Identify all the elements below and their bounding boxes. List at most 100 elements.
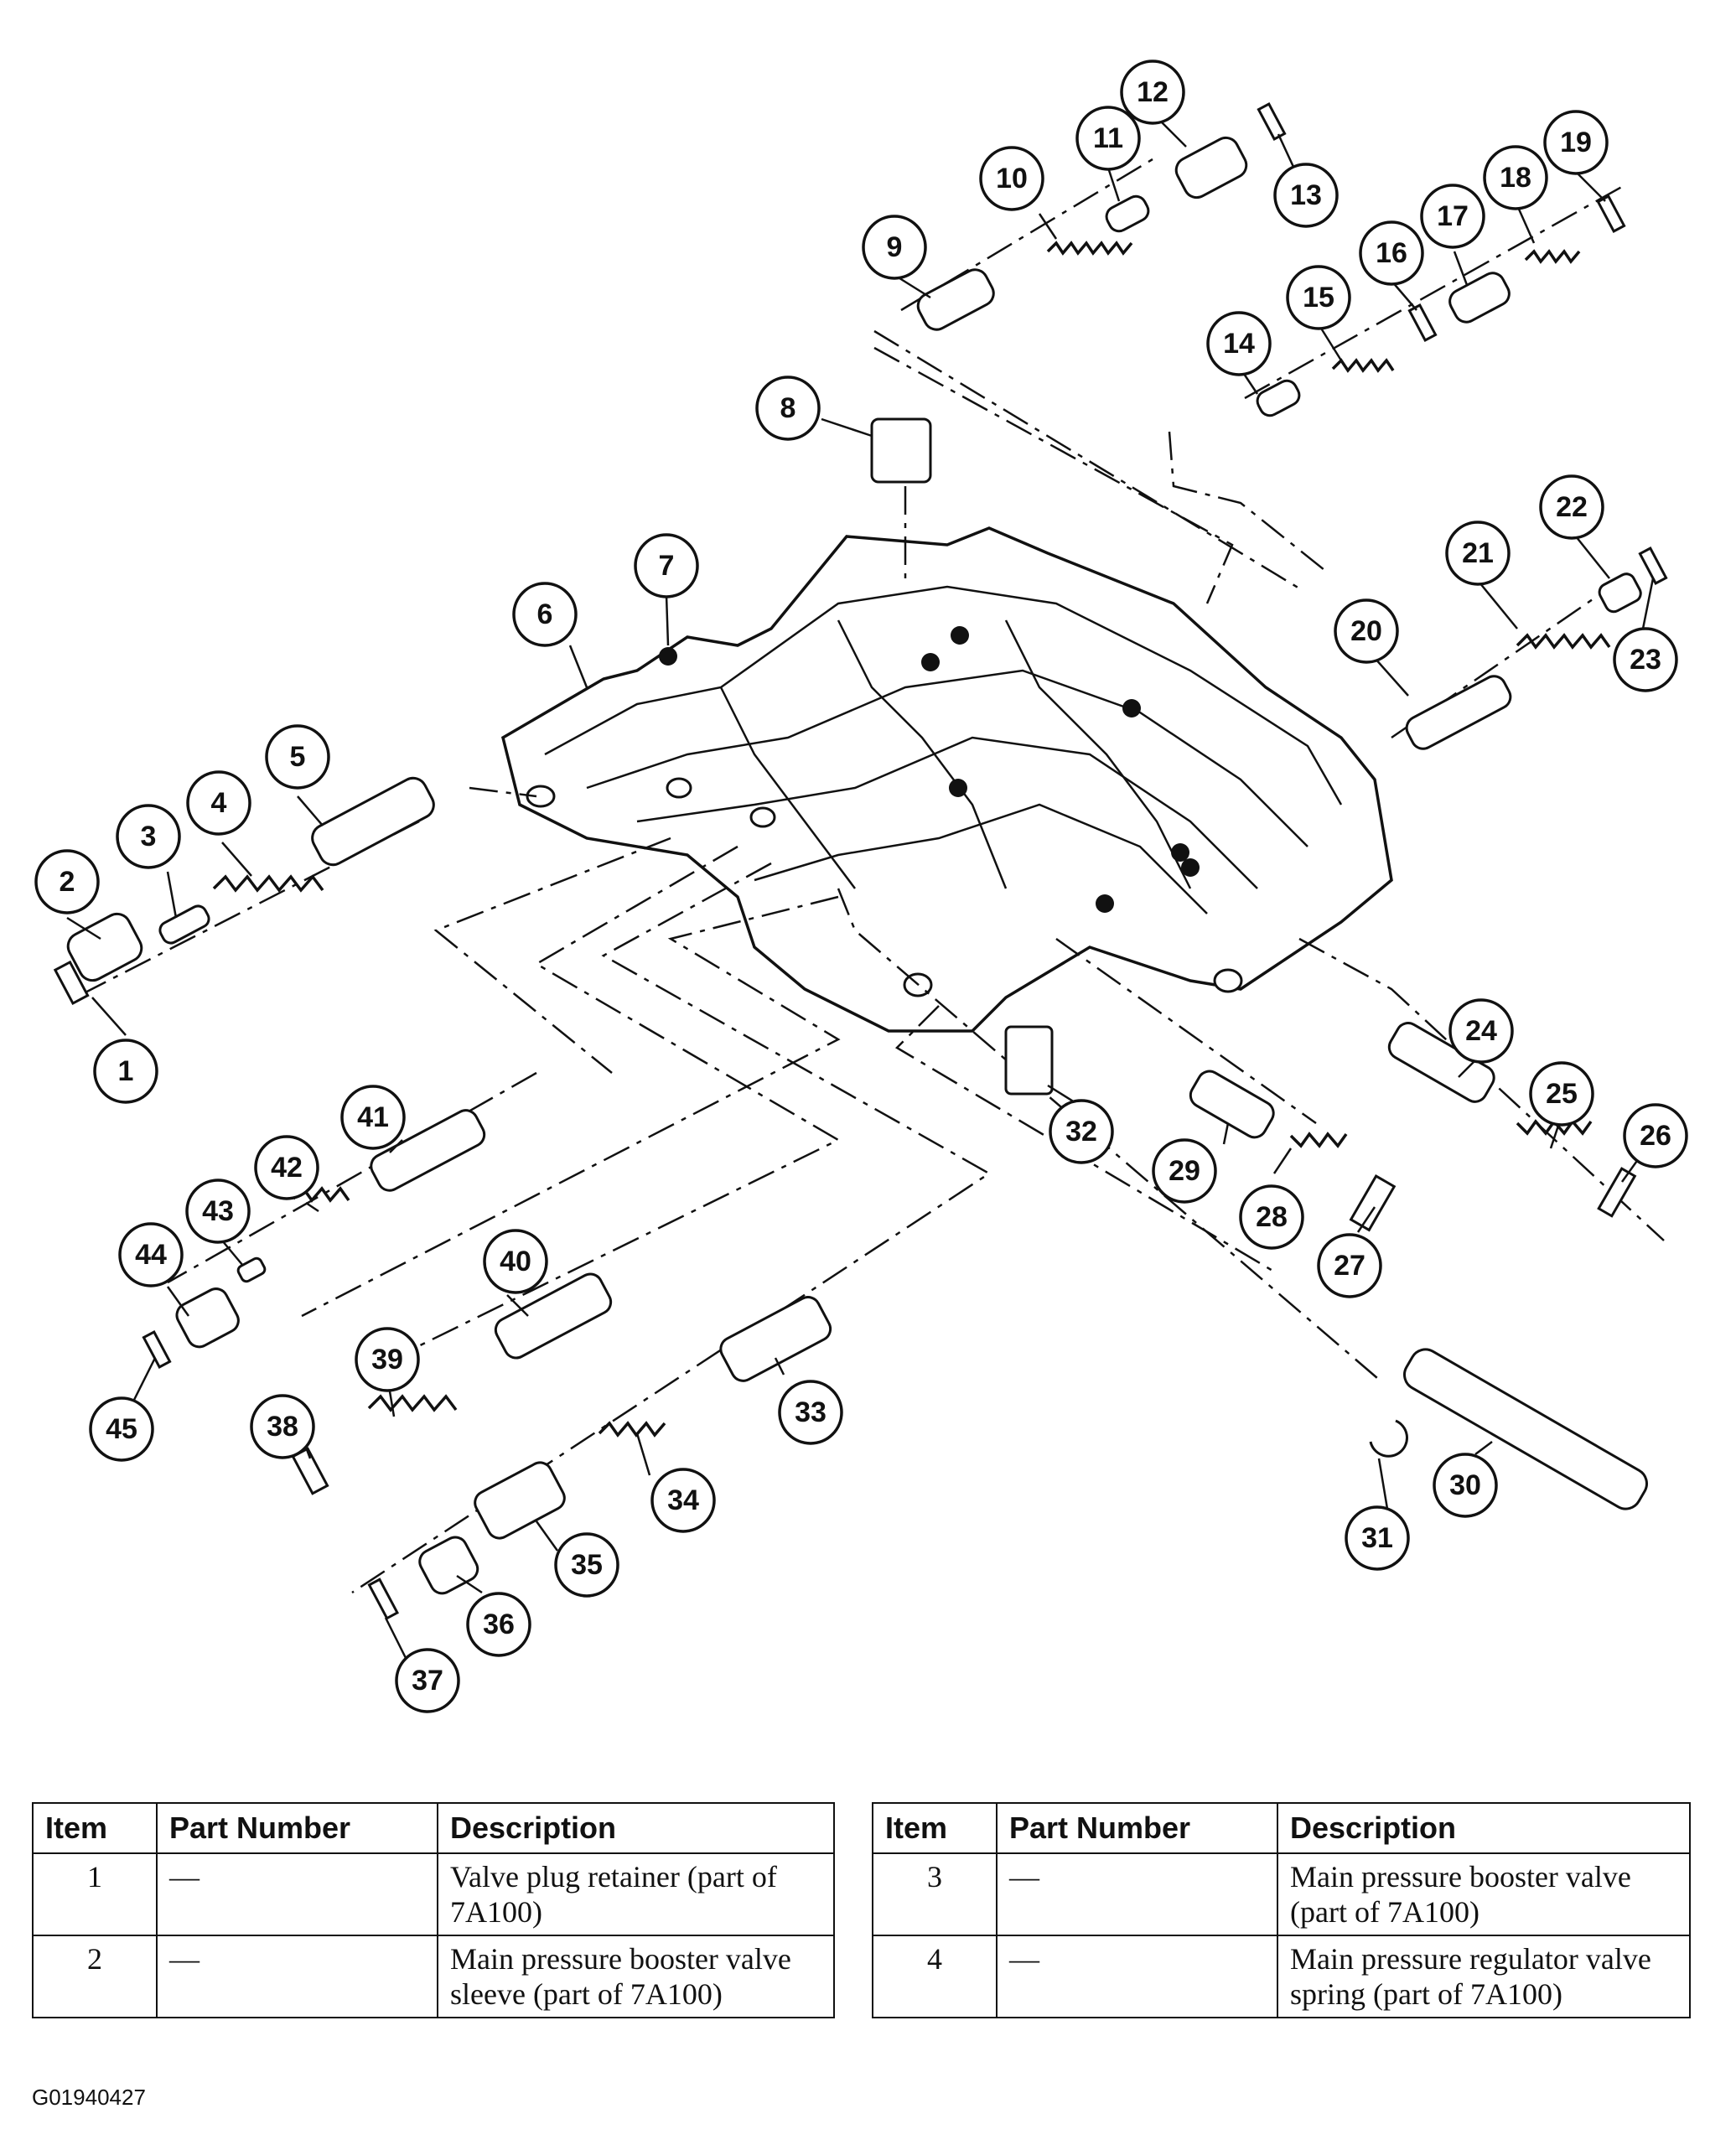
svg-text:18: 18 xyxy=(1500,162,1531,194)
table-header-row: Item Part Number Description xyxy=(872,1802,1691,1854)
svg-text:17: 17 xyxy=(1437,200,1469,232)
callout-45: 45 xyxy=(89,1396,154,1462)
callout-26: 26 xyxy=(1623,1103,1688,1168)
callout-23: 23 xyxy=(1613,627,1678,692)
svg-text:39: 39 xyxy=(371,1344,403,1375)
valve-parts xyxy=(53,102,1668,1620)
part-number-cell: — xyxy=(996,1852,1278,1936)
callout-4: 4 xyxy=(186,770,251,836)
exploded-view-paths xyxy=(75,158,1665,1594)
callout-29: 29 xyxy=(1152,1138,1217,1204)
svg-text:25: 25 xyxy=(1546,1078,1578,1110)
svg-text:8: 8 xyxy=(780,392,796,424)
svg-text:10: 10 xyxy=(996,163,1028,194)
header-description: Description xyxy=(1277,1802,1691,1854)
svg-text:27: 27 xyxy=(1334,1250,1365,1282)
callout-leaders xyxy=(66,117,1655,1669)
svg-text:31: 31 xyxy=(1361,1522,1393,1554)
svg-text:34: 34 xyxy=(667,1484,699,1516)
callout-6: 6 xyxy=(512,582,578,647)
callout-11: 11 xyxy=(1075,106,1141,171)
callout-21: 21 xyxy=(1445,521,1511,586)
callout-41: 41 xyxy=(340,1085,406,1150)
description-cell: Main pressure booster valve sleeve (part… xyxy=(437,1935,835,2018)
callout-44: 44 xyxy=(118,1222,184,1287)
svg-text:7: 7 xyxy=(659,550,675,582)
callout-27: 27 xyxy=(1317,1233,1382,1298)
svg-text:3: 3 xyxy=(141,821,157,852)
table-header-row: Item Part Number Description xyxy=(32,1802,835,1854)
svg-text:30: 30 xyxy=(1449,1469,1481,1501)
svg-text:42: 42 xyxy=(271,1152,303,1184)
description-cell: Main pressure booster valve (part of 7A1… xyxy=(1277,1852,1691,1936)
svg-text:36: 36 xyxy=(483,1609,515,1640)
callout-7: 7 xyxy=(634,533,699,598)
svg-text:28: 28 xyxy=(1256,1201,1288,1233)
callout-1: 1 xyxy=(93,1039,158,1104)
header-item: Item xyxy=(32,1802,158,1854)
callout-16: 16 xyxy=(1359,220,1424,286)
callout-18: 18 xyxy=(1483,145,1548,210)
svg-text:6: 6 xyxy=(537,598,553,630)
description-cell: Main pressure regulator valve spring (pa… xyxy=(1277,1935,1691,2018)
svg-text:12: 12 xyxy=(1137,76,1169,108)
svg-text:21: 21 xyxy=(1462,537,1494,569)
svg-text:22: 22 xyxy=(1556,491,1588,523)
callout-20: 20 xyxy=(1334,598,1399,664)
callout-25: 25 xyxy=(1529,1061,1594,1127)
callout-28: 28 xyxy=(1239,1184,1304,1250)
figure-id: G01940427 xyxy=(32,2085,146,2110)
callout-42: 42 xyxy=(254,1135,319,1200)
header-part-number: Part Number xyxy=(156,1802,438,1854)
svg-text:33: 33 xyxy=(795,1396,827,1428)
callout-40: 40 xyxy=(483,1229,548,1294)
svg-text:14: 14 xyxy=(1223,328,1255,360)
item-cell: 3 xyxy=(872,1852,998,1936)
parts-table-left: Item Part Number Description 1 — Valve p… xyxy=(32,1802,835,2018)
callout-8: 8 xyxy=(755,376,821,441)
callout-38: 38 xyxy=(250,1394,315,1459)
header-part-number: Part Number xyxy=(996,1802,1278,1854)
table-row: 4 — Main pressure regulator valve spring… xyxy=(872,1935,1691,2018)
table-row: 1 — Valve plug retainer (part of 7A100) xyxy=(32,1852,835,1936)
svg-text:45: 45 xyxy=(106,1413,137,1445)
svg-text:43: 43 xyxy=(202,1195,234,1227)
callout-17: 17 xyxy=(1420,184,1485,249)
item-cell: 2 xyxy=(32,1935,158,2018)
svg-text:11: 11 xyxy=(1093,122,1123,154)
svg-text:41: 41 xyxy=(357,1101,389,1133)
svg-text:4: 4 xyxy=(211,787,227,819)
callout-31: 31 xyxy=(1345,1505,1410,1571)
callout-36: 36 xyxy=(466,1592,531,1657)
svg-text:29: 29 xyxy=(1169,1155,1200,1187)
svg-text:9: 9 xyxy=(887,231,903,263)
svg-text:44: 44 xyxy=(135,1239,167,1271)
parts-table-right: Item Part Number Description 3 — Main pr… xyxy=(872,1802,1691,2018)
svg-text:38: 38 xyxy=(267,1411,298,1443)
part-number-cell: — xyxy=(156,1935,438,2018)
table-row: 2 — Main pressure booster valve sleeve (… xyxy=(32,1935,835,2018)
callout-22: 22 xyxy=(1539,474,1604,540)
callout-19: 19 xyxy=(1543,110,1609,175)
svg-text:37: 37 xyxy=(412,1665,443,1697)
callout-14: 14 xyxy=(1206,311,1272,376)
valve-body-exploded-diagram: 1 2 3 4 5 6 7 8 9 10 11 12 13 14 15 16 1… xyxy=(34,60,1688,1713)
svg-text:1: 1 xyxy=(118,1055,134,1087)
callout-15: 15 xyxy=(1286,265,1351,330)
header-description: Description xyxy=(437,1802,835,1854)
part-number-cell: — xyxy=(156,1852,438,1936)
callout-32: 32 xyxy=(1049,1099,1114,1164)
svg-text:19: 19 xyxy=(1560,127,1592,158)
svg-text:32: 32 xyxy=(1065,1116,1097,1148)
callout-2: 2 xyxy=(34,849,100,914)
callout-9: 9 xyxy=(862,215,927,280)
callout-39: 39 xyxy=(355,1327,420,1392)
svg-text:26: 26 xyxy=(1640,1120,1671,1152)
description-cell: Valve plug retainer (part of 7A100) xyxy=(437,1852,835,1936)
callout-30: 30 xyxy=(1433,1453,1498,1518)
part-number-cell: — xyxy=(996,1935,1278,2018)
callout-numbers: 1 2 3 4 5 6 7 8 9 10 11 12 13 14 15 16 1… xyxy=(34,60,1688,1713)
svg-text:23: 23 xyxy=(1630,644,1661,676)
callout-37: 37 xyxy=(395,1648,460,1713)
svg-text:40: 40 xyxy=(500,1246,531,1277)
